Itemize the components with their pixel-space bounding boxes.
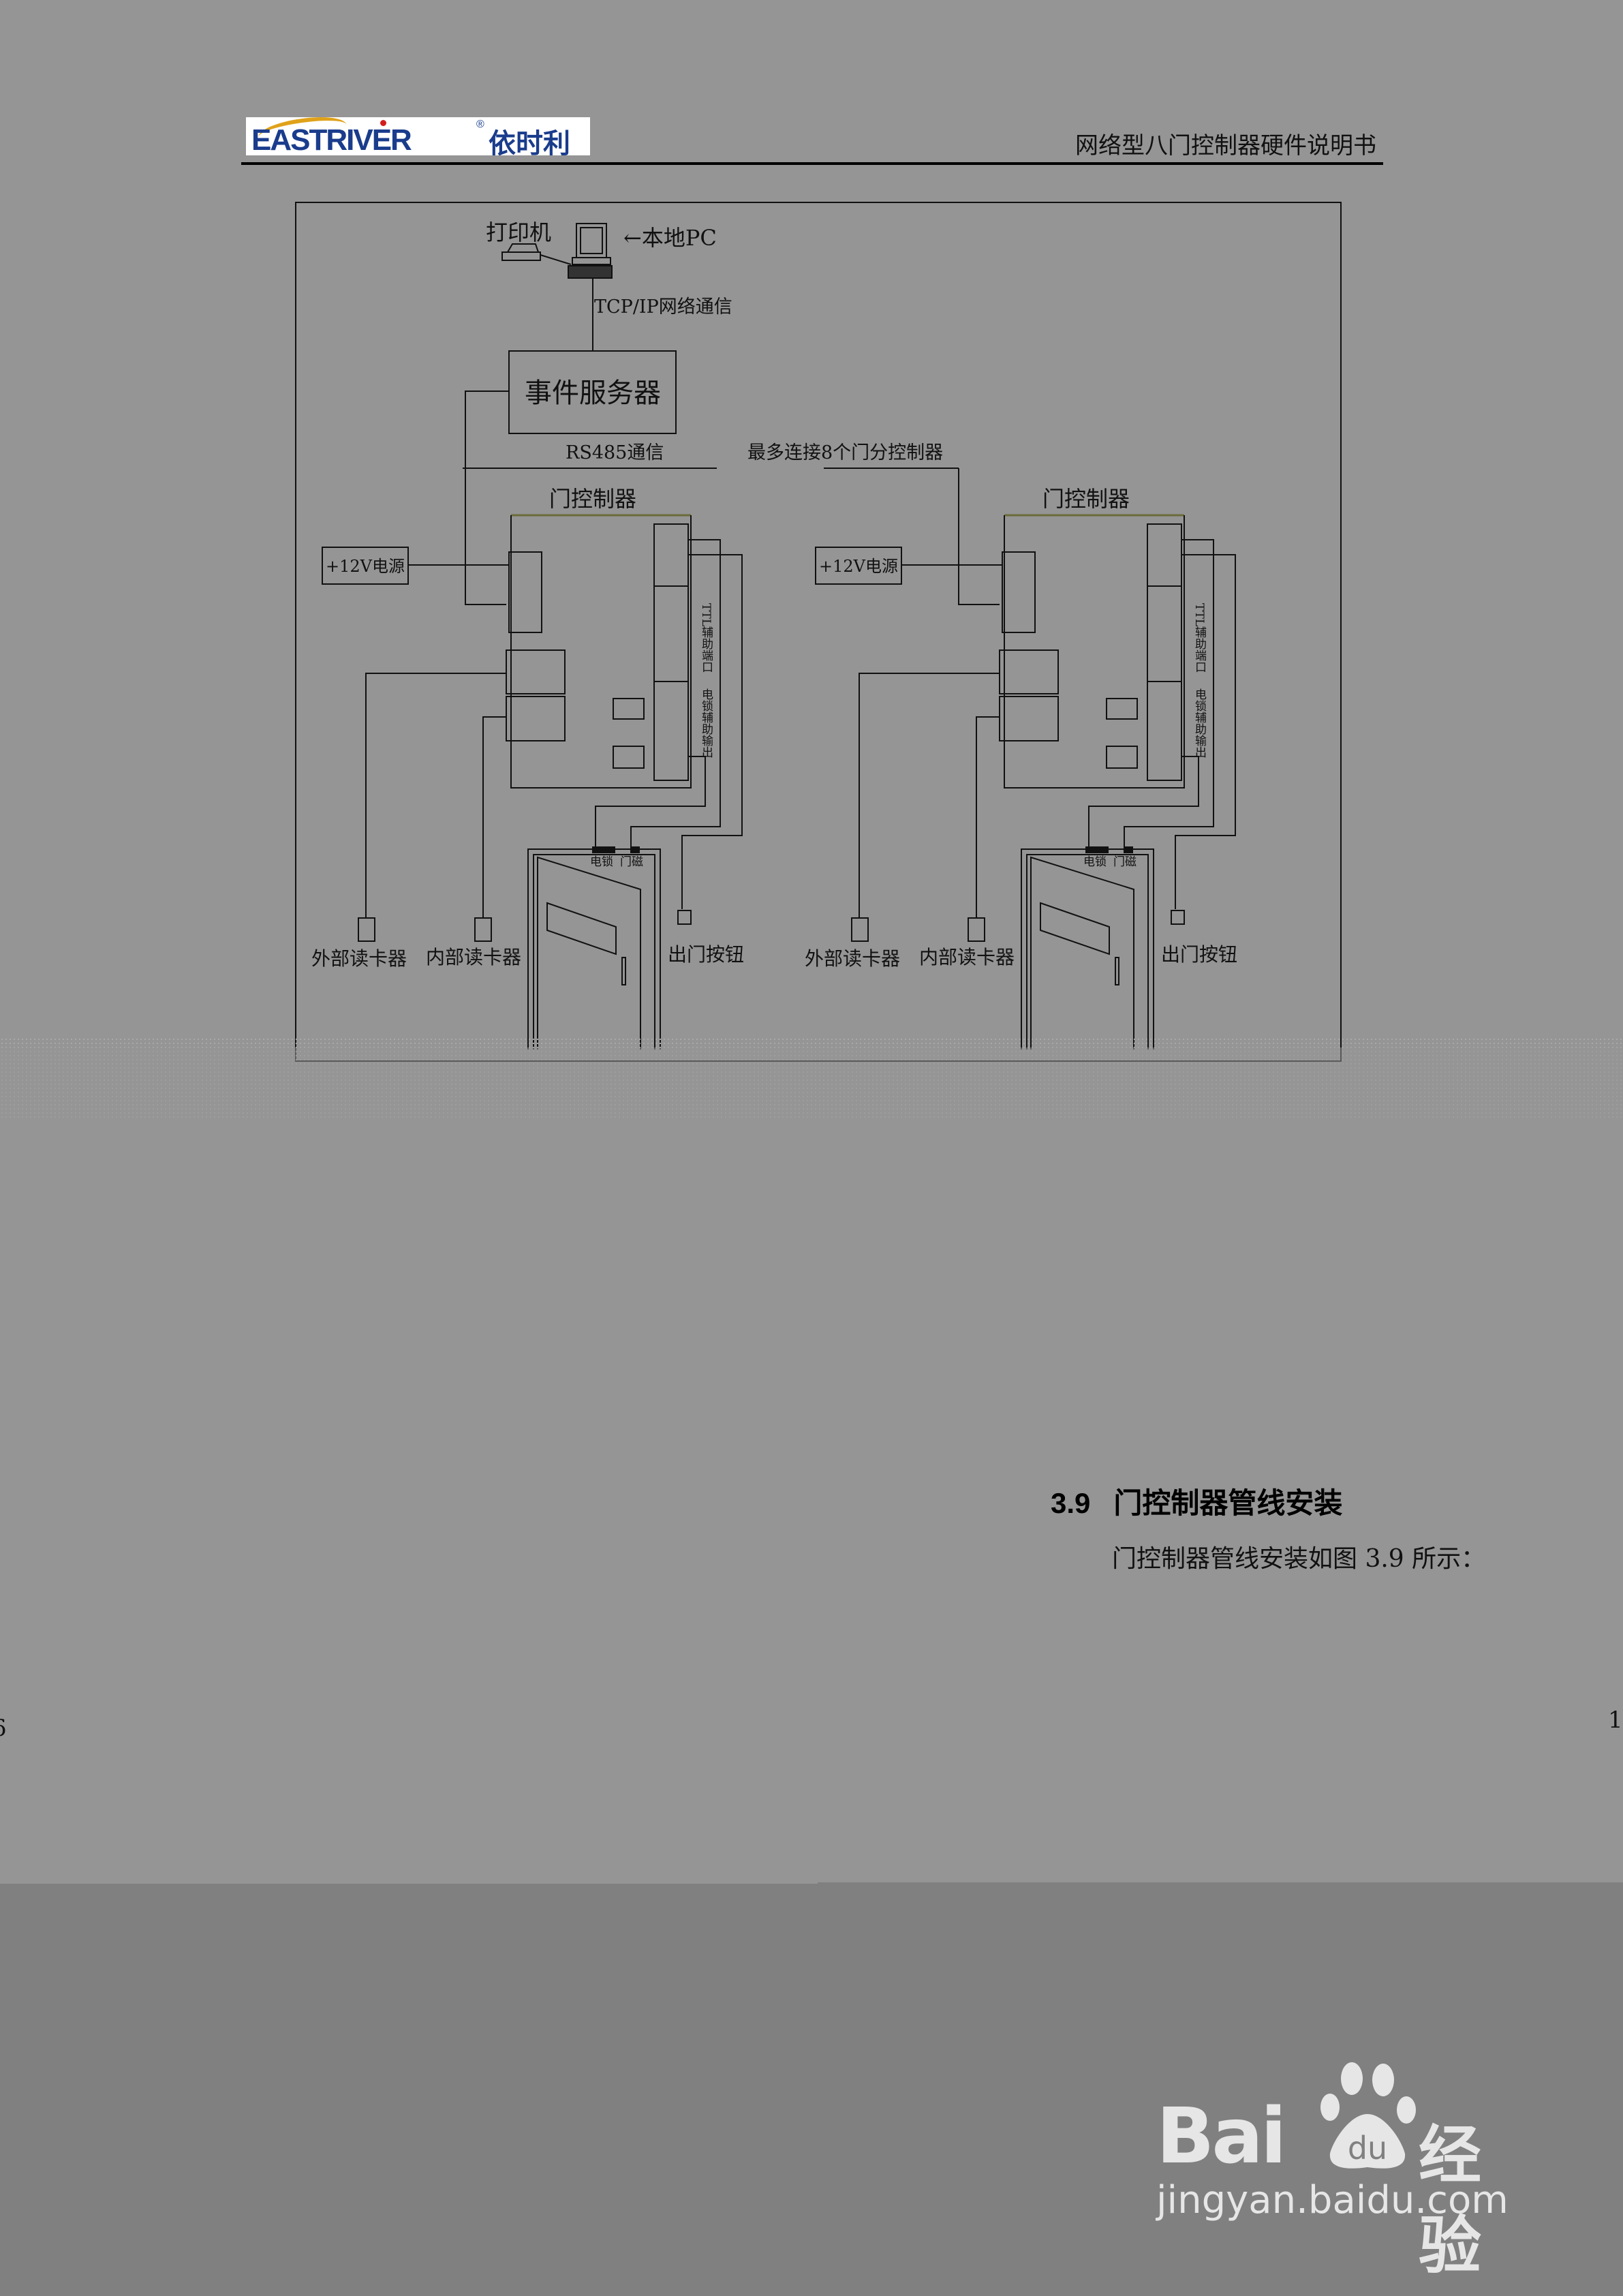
printer-icon: [501, 243, 541, 261]
eastriver-logo: EASTRIVER ® 依时利: [246, 117, 590, 155]
watermark-paw-text: du: [1348, 2130, 1387, 2167]
door-icon: [1021, 848, 1154, 1050]
door-icon: [527, 848, 661, 1050]
exit-button-icon: [677, 910, 692, 925]
external-reader-cable: [365, 673, 506, 918]
door-unit-2: 门控制器 +12V电源 TTL辅助端口 电锁辅助输出 外部读卡器 内部读卡器 出…: [805, 468, 1237, 1050]
watermark-url: jingyan.baidu.com: [1156, 2178, 1509, 2222]
watermark-cn: 经验: [1419, 2119, 1482, 2282]
event-server-box: [508, 350, 677, 434]
max-controllers-label: 最多连接8个门分控制器: [747, 442, 943, 463]
controller-label: 门控制器: [1042, 486, 1130, 512]
lock-output-label: 电锁辅助输出: [1192, 688, 1207, 758]
door-magnet-label: 门磁: [620, 855, 643, 869]
rj45-port-external: [506, 649, 566, 694]
internal-reader-cable: [482, 716, 506, 918]
rj45-port-internal: [506, 696, 566, 741]
logo-registered-mark: ®: [476, 119, 484, 130]
external-reader-label: 外部读卡器: [311, 947, 407, 970]
door-magnet-icon: [630, 846, 640, 853]
external-reader-icon: [851, 917, 869, 942]
exit-button-icon: [1171, 910, 1185, 925]
rs485-drop: [958, 468, 1000, 605]
wiring-diagram: 打印机 ←本地PC TCP/IP网络通信 事件服务器 RS485通信 最多连接8…: [295, 202, 1342, 1062]
internal-reader-icon: [968, 917, 985, 942]
internal-reader-label: 内部读卡器: [426, 946, 521, 968]
internal-reader-label: 内部读卡器: [919, 946, 1015, 968]
relay-chip: [613, 746, 645, 769]
internal-reader-icon: [474, 917, 492, 942]
electric-lock-label: 电锁: [590, 855, 613, 869]
power-supply-label: +12V电源: [326, 557, 405, 576]
power-terminal: [508, 551, 542, 633]
section-heading: 3.9 门控制器管线安装: [1051, 1480, 1342, 1522]
exit-button-cable: [681, 554, 743, 909]
electric-lock-label: 电锁: [1083, 855, 1107, 869]
electric-lock-icon: [592, 846, 615, 853]
ttl-port-label: TTL辅助端口: [1192, 603, 1207, 673]
door-magnet-icon: [1124, 846, 1133, 853]
baidu-paw-icon: du: [1320, 2062, 1416, 2169]
page-number-left: 6: [0, 1715, 7, 1742]
magnet-cable: [1124, 539, 1214, 849]
exit-button-cable: [1175, 554, 1236, 909]
external-reader-label: 外部读卡器: [805, 947, 900, 970]
rs485-drop: [465, 468, 506, 605]
controller-label: 门控制器: [549, 486, 636, 512]
event-server-label: 事件服务器: [525, 378, 661, 409]
electric-lock-icon: [1085, 846, 1109, 853]
header-divider: [241, 162, 1383, 165]
rs485-label: RS485通信: [566, 442, 664, 463]
exit-button-label: 出门按钮: [668, 943, 744, 966]
lock-output-label: 电锁辅助输出: [699, 688, 713, 758]
logo-dot: [380, 120, 386, 126]
controller-board: [510, 515, 692, 789]
watermark-brand: Bai: [1156, 2092, 1286, 2181]
printer-cable: [540, 254, 572, 265]
door-unit-1: 门控制器 +12V电源 TTL辅助端口 电锁辅助输出 外部读卡器 内部读卡器 出…: [311, 468, 744, 1050]
terminal-block: [653, 523, 689, 781]
internal-reader-cable: [976, 716, 1000, 918]
section-title: 门控制器管线安装: [1113, 1487, 1343, 1519]
server-rs485-link: [465, 391, 509, 468]
section-body-text: 门控制器管线安装如图 3.9 所示：: [1112, 1545, 1486, 1573]
lock-cable: [595, 756, 706, 849]
lock-cable: [1088, 756, 1199, 849]
magnet-cable: [630, 539, 721, 849]
exit-button-label: 出门按钮: [1161, 943, 1237, 966]
section-number: 3.9: [1051, 1487, 1091, 1519]
logo-chinese-text: 依时利: [489, 128, 570, 155]
power-terminal: [1002, 551, 1036, 633]
external-reader-icon: [358, 917, 375, 942]
logo-brand-text: EASTRIVER: [251, 123, 412, 155]
external-reader-cable: [859, 673, 1000, 918]
relay-chip: [1106, 746, 1138, 769]
local-pc-label: ←本地PC: [623, 225, 717, 251]
relay-chip: [1106, 698, 1138, 720]
door-magnet-label: 门磁: [1113, 855, 1137, 869]
page-edge: [0, 1876, 818, 1884]
power-supply-label: +12V电源: [819, 557, 898, 576]
tcpip-label: TCP/IP网络通信: [594, 296, 732, 318]
rj45-port-external: [999, 649, 1059, 694]
document-title: 网络型八门控制器硬件说明书: [1075, 132, 1376, 159]
ttl-port-label: TTL辅助端口: [699, 603, 713, 673]
page-number-right: 1: [1608, 1706, 1623, 1734]
rj45-port-internal: [999, 696, 1059, 741]
controller-board: [1004, 515, 1185, 789]
page-break-area: [0, 1047, 1623, 1119]
baidu-jingyan-watermark: Bai du 经验 jingyan.baidu.com: [1156, 2045, 1538, 2282]
pc-icon: [568, 223, 613, 279]
printer-label: 打印机: [486, 219, 551, 245]
terminal-block: [1147, 523, 1182, 781]
relay-chip: [613, 698, 645, 720]
